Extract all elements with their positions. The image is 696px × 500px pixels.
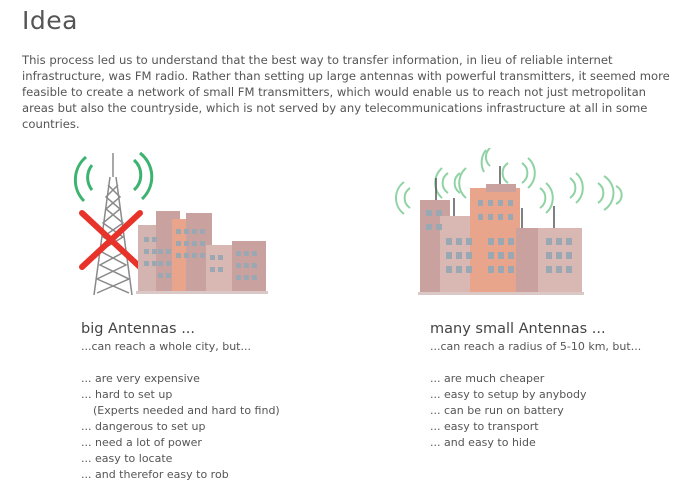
big-antennas-column: big Antennas ... ...can reach a whole ci… (81, 320, 280, 483)
small-antennas-column: many small Antennas ... ...can reach a r… (430, 320, 641, 451)
list-item: ... need a lot of power (81, 436, 202, 449)
list-item: ... easy to transport (430, 420, 539, 433)
list-item: ... are much cheaper (430, 372, 545, 385)
cross-icon (79, 210, 143, 270)
list-item: ... easy to setup by anybody (430, 388, 587, 401)
big-antennas-heading: big Antennas ... (81, 321, 196, 337)
radio-tower-icon (93, 153, 133, 296)
list-item: ... and easy to hide (430, 436, 536, 449)
list-item: ... are very expensive (81, 372, 200, 385)
small-antennas-illustration (395, 148, 623, 295)
intro-paragraph: This process led us to understand that t… (22, 53, 670, 131)
list-item: ... dangerous to set up (81, 420, 206, 433)
antenna-icons (435, 166, 555, 228)
big-antennas-subtitle: ...can reach a whole city, but... (81, 340, 251, 353)
small-antennas-subtitle: ...can reach a radius of 5-10 km, but... (430, 340, 642, 353)
signal-waves-icon (395, 148, 623, 215)
page-title: Idea (22, 6, 78, 35)
list-item: ... and therefor easy to rob (81, 468, 229, 481)
list-item: ... easy to locate (81, 452, 173, 465)
small-antennas-heading: many small Antennas ... (430, 321, 606, 337)
big-antenna-illustration (73, 151, 268, 296)
list-item: ... hard to set up (81, 388, 173, 401)
list-item: (Experts needed and hard to find) (93, 404, 280, 417)
signal-waves-icon (73, 151, 154, 203)
list-item: ... can be run on battery (430, 404, 564, 417)
